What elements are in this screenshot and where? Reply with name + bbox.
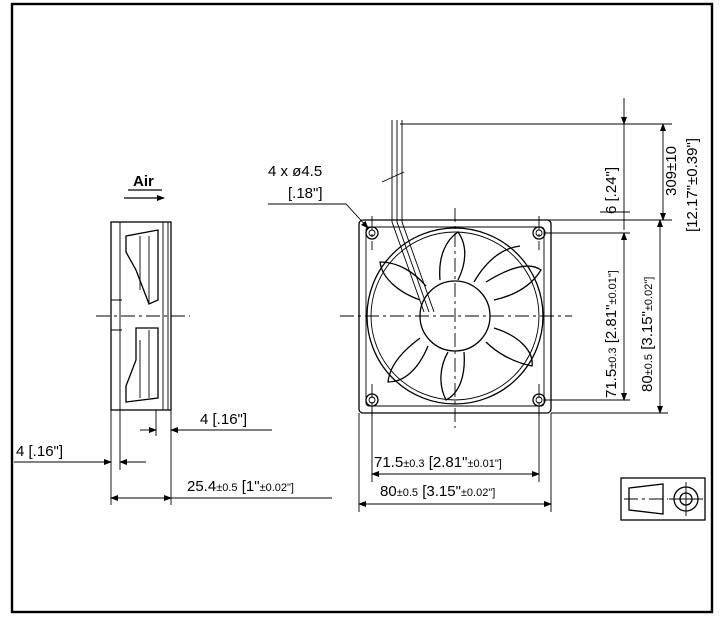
- drawing-border: [10, 2, 714, 614]
- side-blade-lower: [125, 327, 159, 403]
- side-blade-upper: [125, 229, 159, 305]
- frame-size-v-text: 80±0.5 [3.15"±0.02"]: [639, 277, 656, 392]
- lead-length-text: 309±10: [663, 146, 680, 196]
- side-view: Air 4 [.16"] 4 [.16"]: [14, 173, 332, 505]
- front-view: 4 x ø4.5 [.18"] 309±10 [12.17"±0.39"] 6 …: [268, 98, 701, 512]
- first-angle-projection-icon: [620, 477, 706, 521]
- depth-dim-text: 25.4±0.5 [1"±0.02"]: [187, 478, 294, 495]
- hole-callout-text: 4 x ø4.5: [268, 163, 322, 180]
- flange-dim-text: 4 [.16"]: [200, 411, 247, 428]
- lead-wires: [381, 120, 435, 313]
- lead-length-inch: [12.17"±0.39"]: [684, 138, 701, 232]
- strip-length-text: 6 [.24"]: [603, 167, 620, 214]
- hole-callout-inch: [.18"]: [288, 185, 323, 202]
- airflow-label: Air: [133, 173, 154, 190]
- hole-pitch-v-text: 71.5±0.3 [2.81"±0.01"]: [603, 270, 620, 398]
- hole-pitch-h-text: 71.5±0.3 [2.81"±0.01"]: [374, 454, 502, 471]
- wall-dim-text: 4 [.16"]: [16, 443, 63, 460]
- frame-size-h-text: 80±0.5 [3.15"±0.02"]: [380, 483, 495, 500]
- fan-blades: [379, 231, 542, 401]
